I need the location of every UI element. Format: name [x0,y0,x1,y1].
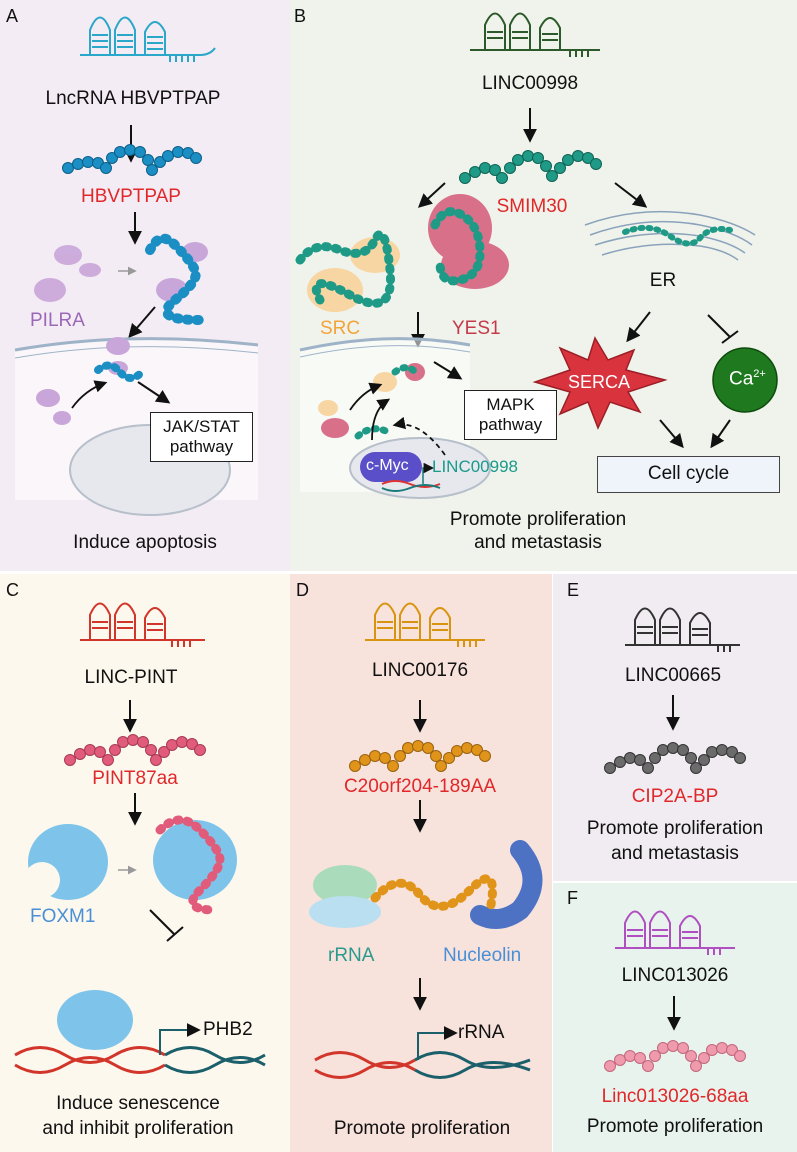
jak-stat-line2: pathway [169,437,234,456]
outcome-b-line1: Promote proliferation [449,509,627,530]
peptide-name-d: C20orf204-189AA [343,776,497,797]
panel-b-label: B [294,6,307,26]
dna-d [314,1026,531,1079]
lncrna-hairpin-d [365,602,485,647]
gene-label-c: PHB2 [203,1019,253,1040]
cmyc-pill [360,452,441,492]
linc-gene-label-b: LINC00998 [432,457,519,476]
peptide-chain-e [604,742,746,774]
arrow-b-left [417,182,446,208]
serca-label: SERCA [568,372,631,392]
lncrna-hairpin-e [625,607,740,652]
cmyc-label: c-Myc [366,457,409,474]
pilra-protein-icon [34,245,101,302]
ca-symbol: Ca [729,368,754,390]
serca-burst-icon [532,336,668,430]
cell-cycle-text: Cell cycle [647,463,730,484]
peptide-chain-a [62,144,202,176]
complex-a [145,233,208,325]
outcome-c-line2: and inhibit proliferation [42,1118,234,1139]
yes1-protein-icon [428,194,509,289]
lncrna-hairpin-f [615,910,735,955]
nucleolin-protein-icon [470,840,543,929]
peptide-name-a: HBVPTPAP [81,186,181,207]
lncrna-hairpin-b [470,12,600,57]
curved-arrow-a [71,380,108,409]
ca-ion-icon [712,347,778,413]
ca-label: Ca2+ [729,368,766,390]
outcome-b-line2: and metastasis [474,532,602,553]
jak-stat-pathway-box: JAK/STAT pathway [150,412,253,462]
peptide-name-e: CIP2A-BP [631,786,719,807]
jak-stat-line1: JAK/STAT [163,417,240,436]
arrow-b3 [433,361,463,380]
outcome-c-line1: Induce senescence [56,1093,220,1114]
peptide-bridge-d [370,874,497,915]
foxm1-protein-icon [24,824,108,900]
mapk-line2: pathway [478,415,543,434]
peptide-name-c: PINT87aa [92,768,178,789]
er-label: ER [649,270,677,291]
inhibit-b [707,314,739,344]
er-organelle-icon [584,210,756,261]
outcome-a: Induce apoptosis [73,532,217,553]
peptide-chain-b [459,150,602,184]
outcome-d: Promote proliferation [333,1118,511,1139]
mapk-pathway-box: MAPK pathway [464,390,557,440]
ca-charge: 2+ [753,368,766,380]
yes1-label: YES1 [452,318,501,339]
lncrna-hairpin-a [80,16,216,62]
src-label: SRC [320,318,361,339]
arrow-b5 [659,419,684,449]
src-protein-icon [295,229,400,312]
dashed-arrow-b [392,416,446,456]
peptide-name-b: SMIM30 [496,196,568,217]
nucleolin-label: Nucleolin [443,945,522,966]
panel-f-label: F [567,888,578,908]
curved-arrow-b2 [371,398,391,441]
arrow-b6 [710,419,731,449]
dna-c [14,990,266,1074]
peptide-name-f: Linc013026-68aa [601,1086,749,1107]
foxm1-label: FOXM1 [30,906,96,927]
outcome-e-line2: and metastasis [611,843,739,864]
panel-d-label: D [296,580,309,600]
outcome-e-line1: Promote proliferation [586,818,764,839]
panel-a-label: A [6,6,19,26]
cell-cycle-box: Cell cycle [597,456,780,493]
lncrna-name-b: LINC00998 [481,73,579,94]
panel-c-label: C [6,580,19,600]
ribosome-icon [309,865,381,928]
lncrna-name-e: LINC00665 [624,665,722,686]
gene-label-d: rRNA [458,1022,505,1043]
inhibit-c [149,909,184,942]
receptor-label-a: PILRA [30,310,85,331]
arrow-a4 [137,381,171,404]
arrow-a3 [128,306,156,339]
arrow-b4 [626,311,651,343]
peptide-chain-d [349,740,491,772]
curved-arrow-b1 [349,382,383,411]
peptide-chain-c [64,734,206,766]
rrna-label: rRNA [328,945,375,966]
panel-e-label: E [567,580,580,600]
mapk-line1: MAPK [486,395,535,414]
lncrna-name-f: LINC013026 [621,965,729,986]
lncrna-name-d: LINC00176 [371,660,469,681]
peptide-chain-f [604,1040,746,1072]
outcome-f: Promote proliferation [586,1116,764,1137]
lncrna-name-a: LncRNA HBVPTPAP [45,88,221,109]
arrow-b-right [614,182,648,208]
lncrna-name-c: LINC-PINT [84,667,178,688]
foxm1-complex [153,815,237,915]
lncrna-hairpin-c [80,602,205,647]
